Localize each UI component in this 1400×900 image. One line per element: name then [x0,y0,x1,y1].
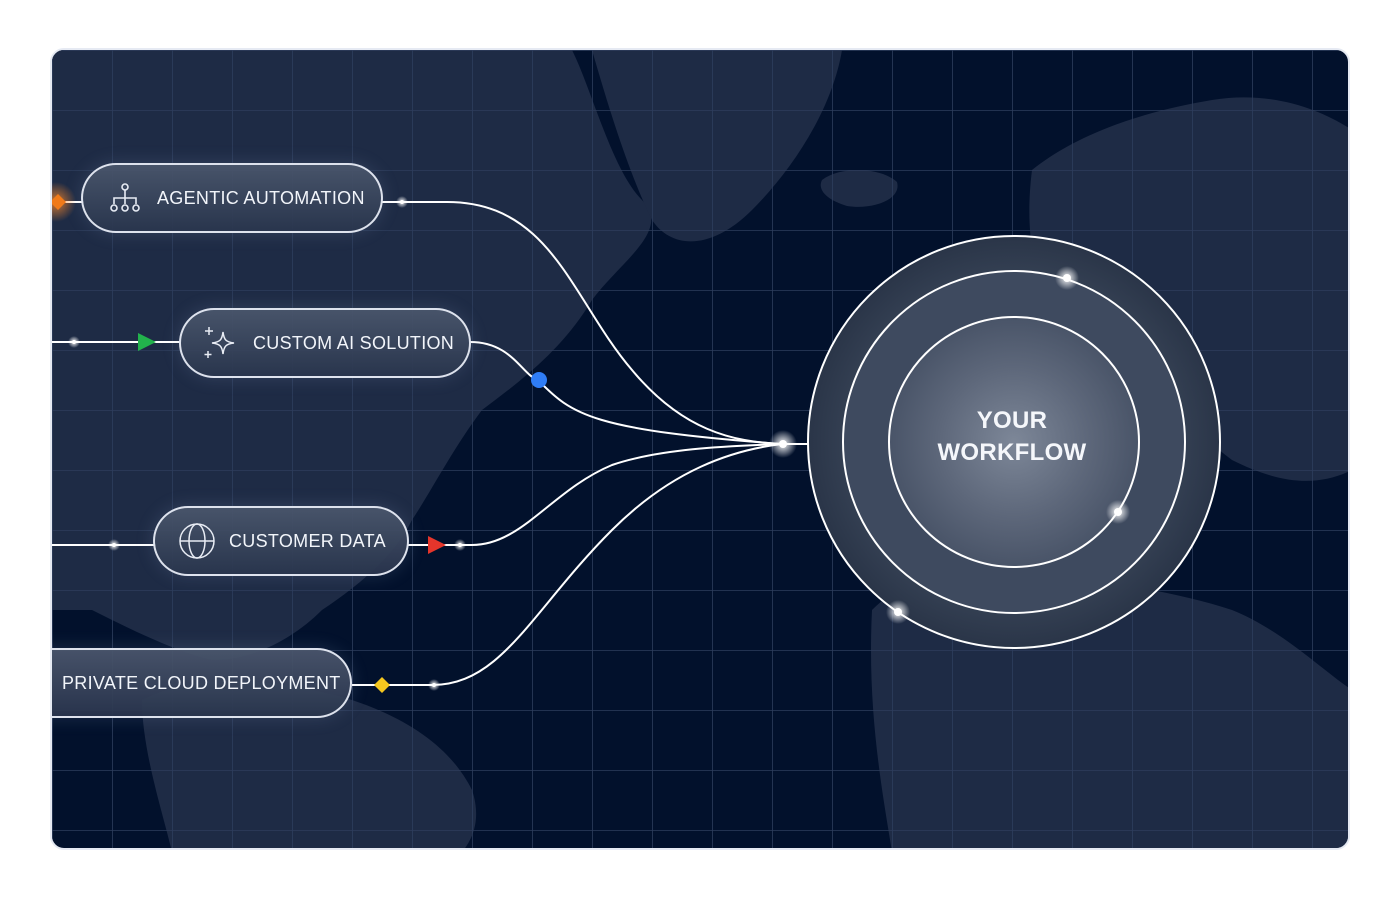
hub-label-line1: YOUR [976,407,1048,434]
private-cloud-connector [352,443,783,686]
dot [432,683,436,687]
hub-entry-dot [779,440,787,448]
custom-ai-connector [469,341,783,445]
globe-icon [177,521,217,561]
workflow-hub [769,235,1221,649]
custom-ai-solution-pill: CUSTOM AI SOLUTION [179,308,471,378]
agentic-automation-pill: AGENTIC AUTOMATION [81,163,383,233]
red-triangle-marker [428,536,446,554]
dot [458,543,462,547]
blue-junction-dot [531,372,547,388]
dot [72,340,76,344]
hierarchy-icon [105,178,145,218]
line-dots [68,196,466,691]
customer-data-label: CUSTOMER DATA [229,530,386,551]
ring-orbit-dot [1114,508,1122,516]
yellow-diamond-marker [374,677,390,693]
green-triangle-marker [138,333,156,351]
private-cloud-deployment-label: PRIVATE CLOUD DEPLOYMENT [62,672,341,693]
ring-orbit-dot [894,608,902,616]
customer-data-connector [408,443,783,546]
dot [400,200,404,204]
markers [52,182,547,693]
private-cloud-deployment-pill: PRIVATE CLOUD DEPLOYMENT [52,648,352,718]
ring-orbit-dot [1063,274,1071,282]
sparkles-icon [201,323,241,363]
agentic-connector [382,201,783,445]
diagram-canvas: AGENTIC AUTOMATION CUSTOM AI SOLUTION CU… [50,48,1350,850]
orange-diamond-marker [52,194,66,210]
agentic-automation-label: AGENTIC AUTOMATION [157,187,365,208]
hub-label: YOUR WORKFLOW [922,405,1102,469]
customer-data-pill: CUSTOMER DATA [153,506,409,576]
dot [112,543,116,547]
hub-label-line2: WORKFLOW [937,439,1087,466]
custom-ai-solution-label: CUSTOM AI SOLUTION [253,332,455,353]
hub-inner-circle [888,316,1140,568]
